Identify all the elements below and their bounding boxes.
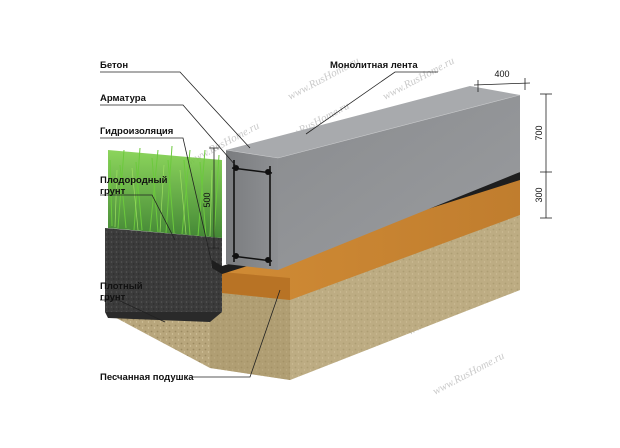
leader-lines — [100, 71, 438, 378]
dimension-height-below-value: 300 — [534, 187, 544, 202]
label-concrete: Бетон — [100, 60, 128, 71]
leader-concrete — [100, 71, 251, 149]
leader-dense-soil — [100, 299, 166, 323]
label-rebar: Арматура — [100, 93, 147, 104]
dimension-width-value: 400 — [494, 69, 509, 79]
dimension-depth-value: 500 — [202, 192, 212, 207]
label-fertile-soil-line2: грунт — [100, 186, 126, 197]
fertile-soil-block — [105, 228, 222, 322]
concrete-strip-front-face — [226, 150, 278, 270]
leader-monolithic-strip — [305, 71, 438, 135]
label-waterproofing: Гидроизоляция — [100, 126, 173, 137]
label-sand-cushion: Песчанная подушка — [100, 372, 194, 383]
label-dense-soil-line2: грунт — [100, 292, 126, 303]
concrete-strip-top-face — [226, 86, 520, 158]
leader-waterproofing — [100, 137, 213, 265]
concrete-strip-side-face — [278, 95, 520, 270]
sand-cushion-layer — [222, 178, 520, 300]
label-dense-soil-line1: Плотный — [100, 281, 143, 292]
leader-sand-cushion — [192, 289, 281, 378]
grass-tuft — [108, 145, 222, 238]
dense-soil-layer — [105, 215, 520, 380]
dimension-heights: 700 300 — [534, 93, 552, 219]
watermark-12: www.RusHome.ru — [431, 350, 507, 398]
label-fertile-soil-line1: Плодородный — [100, 175, 168, 186]
leader-rebar — [100, 104, 237, 167]
dimension-width: 400 — [473, 69, 531, 92]
dimension-depth: 500 — [202, 147, 219, 249]
labels: Бетон Монолитная лента Арматура Гидроизо… — [100, 60, 418, 383]
label-monolithic-strip: Монолитная лента — [330, 60, 418, 71]
concrete-strip — [225, 86, 521, 270]
leader-fertile-soil — [100, 194, 176, 241]
rebar-cage — [231, 160, 273, 266]
dimension-height-above-value: 700 — [534, 125, 544, 140]
